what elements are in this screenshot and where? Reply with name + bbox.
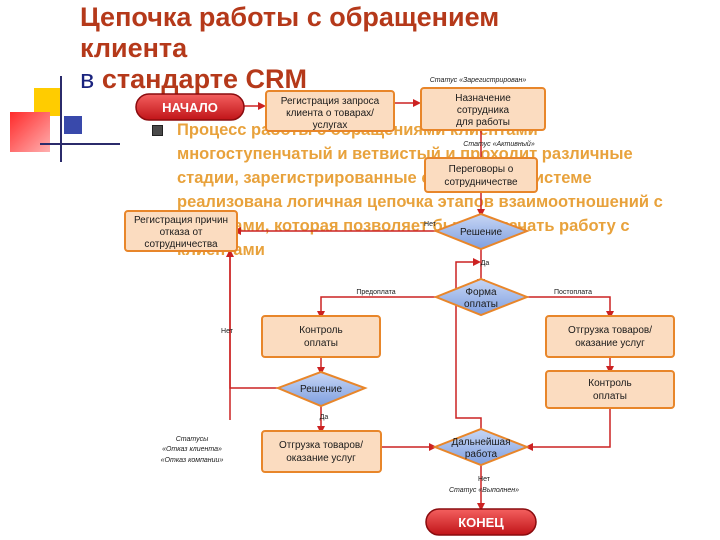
- title-line-2: клиента: [80, 33, 188, 63]
- box-ship-right: Отгрузка товаров/ оказание услуг: [545, 315, 675, 358]
- deco-red-square: [10, 112, 50, 152]
- ship-left-line-1: Отгрузка товаров/: [279, 440, 363, 451]
- connector-form-left: [320, 296, 436, 315]
- connector-form-right: [527, 296, 611, 315]
- negotiations-line-2: сотрудничестве: [444, 177, 518, 188]
- box-ship-left: Отгрузка товаров/ оказание услуг: [261, 430, 382, 473]
- arrow-reg: [258, 102, 266, 110]
- further-diamond: Дальнейшая работа: [432, 427, 530, 467]
- reg-request-line-2: клиента о товарах/: [286, 108, 374, 119]
- payment-form-line-2: оплаты: [464, 299, 498, 310]
- refusal-reg-line-2: отказа от: [160, 227, 203, 238]
- ship-right-line-2: оказание услуг: [575, 338, 645, 349]
- arrow-end: [477, 503, 485, 511]
- slide-title: Цепочка работы с обращением клиента в ст…: [80, 2, 499, 95]
- no3-label: Нет: [478, 476, 491, 483]
- deco-vertical-rule: [60, 76, 62, 162]
- yes2-label: Да: [320, 414, 329, 421]
- title-line-3: в стандарте CRM: [80, 64, 499, 95]
- end-terminal: КОНЕЦ: [425, 508, 537, 536]
- connector-further-back: [455, 261, 482, 429]
- start-terminal: НАЧАЛО: [135, 93, 245, 121]
- arrow-back-form: [473, 258, 481, 266]
- start-label: НАЧАЛО: [162, 100, 218, 115]
- decision1-diamond: Решение: [433, 212, 530, 251]
- reg-request-line-3: услугах: [313, 120, 348, 131]
- refusal-reg-line-3: сотрудничества: [144, 239, 218, 250]
- box-control-left: Контроль оплаты: [261, 315, 381, 358]
- refusal-reg-line-1: Регистрация причин: [134, 215, 228, 226]
- deco-yellow-square: [34, 88, 62, 116]
- postpay-label: Постоплата: [554, 289, 592, 296]
- bullet-icon: [152, 125, 163, 136]
- decision2-diamond: Решение: [275, 370, 368, 408]
- negotiations-line-1: Переговоры о: [449, 164, 514, 175]
- status-done-label: Статус «Выполнен»: [449, 487, 519, 494]
- control-left-line-1: Контроль: [299, 325, 342, 336]
- assign-line-3: для работы: [456, 116, 510, 128]
- assign-line-1: Назначение: [455, 93, 511, 104]
- control-left-line-2: оплаты: [304, 338, 338, 349]
- no2-label: Нет: [221, 328, 234, 335]
- box-control-right: Контроль оплаты: [545, 370, 675, 409]
- title-line-1: Цепочка работы с обращением: [80, 2, 500, 32]
- payment-form-line-1: Форма: [465, 287, 497, 298]
- deco-horizontal-rule: [40, 143, 120, 145]
- connector-controlright-further: [527, 408, 611, 448]
- title-line-3-plain: в: [80, 64, 95, 94]
- statuses-line-1: Статусы: [176, 436, 209, 443]
- arrow-assign: [413, 99, 421, 107]
- assign-line-2: сотрудника: [457, 105, 510, 116]
- decision2-label: Решение: [300, 384, 342, 395]
- prepay-label: Предоплата: [356, 289, 395, 296]
- control-right-line-1: Контроль: [588, 378, 631, 389]
- ship-right-line-1: Отгрузка товаров/: [568, 325, 652, 336]
- statuses-line-3: «Отказ компании»: [161, 457, 224, 464]
- further-line-1: Дальнейшая: [451, 437, 510, 448]
- box-negotiations: Переговоры о сотрудничестве: [424, 157, 538, 193]
- further-line-2: работа: [465, 448, 498, 460]
- yes1-label: Да: [481, 260, 490, 267]
- box-reg-request: Регистрация запроса клиента о товарах/ у…: [265, 90, 395, 132]
- arrow-refusal-up: [226, 249, 234, 257]
- no1-label: Нет: [424, 221, 437, 228]
- deco-blue-square: [64, 116, 82, 134]
- box-assign: Назначение сотрудника для работы: [420, 87, 546, 131]
- control-right-line-2: оплаты: [593, 391, 627, 402]
- end-label: КОНЕЦ: [458, 515, 504, 530]
- decision1-label: Решение: [460, 227, 502, 238]
- reg-request-line-1: Регистрация запроса: [281, 96, 380, 107]
- connectors: [229, 102, 611, 507]
- statuses-line-2: «Отказ клиента»: [162, 446, 222, 453]
- ship-left-line-2: оказание услуг: [286, 453, 356, 464]
- status-registered-label: Статус «Зарегистрирован»: [430, 77, 527, 84]
- box-refusal-reg: Регистрация причин отказа от сотрудничес…: [124, 210, 238, 252]
- title-line-3-bold: стандарте CRM: [101, 64, 307, 94]
- payment-form-diamond: Форма оплаты: [433, 277, 530, 317]
- status-active-label: Статус «Активный»: [463, 140, 535, 148]
